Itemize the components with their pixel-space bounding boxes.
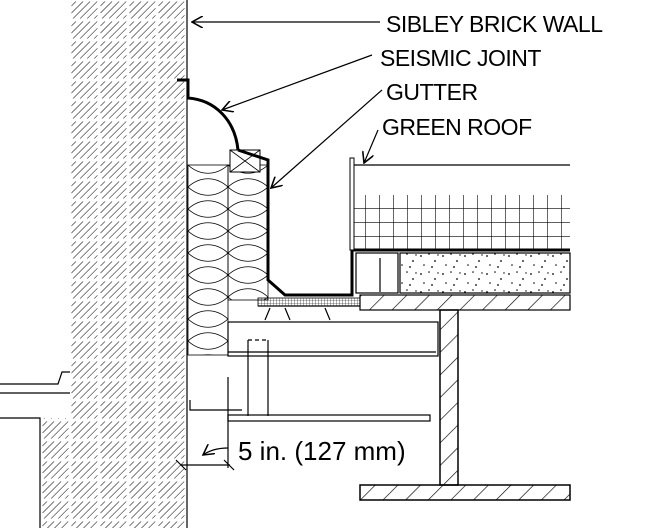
floor-ledge — [0, 371, 70, 528]
label-green-roof: GREEN ROOF — [382, 114, 532, 140]
leader-green-roof — [364, 129, 379, 163]
label-brick-wall: SIBLEY BRICK WALL — [386, 11, 603, 37]
brick-wall — [40, 0, 188, 528]
leader-lines — [192, 22, 383, 188]
leader-gutter — [271, 89, 383, 188]
label-gutter: GUTTER — [386, 79, 478, 105]
roof-assembly — [257, 252, 571, 321]
steel-beam — [359, 309, 571, 501]
label-seismic-joint: SEISMIC JOINT — [380, 45, 541, 71]
joist — [189, 321, 439, 468]
green-roof — [349, 157, 570, 251]
seismic-joint-cover — [177, 78, 240, 151]
dimension-label: 5 in. (127 mm) — [238, 436, 406, 466]
leader-seismic-joint — [222, 54, 373, 110]
dimension-5in: 5 in. (127 mm) — [175, 436, 406, 471]
